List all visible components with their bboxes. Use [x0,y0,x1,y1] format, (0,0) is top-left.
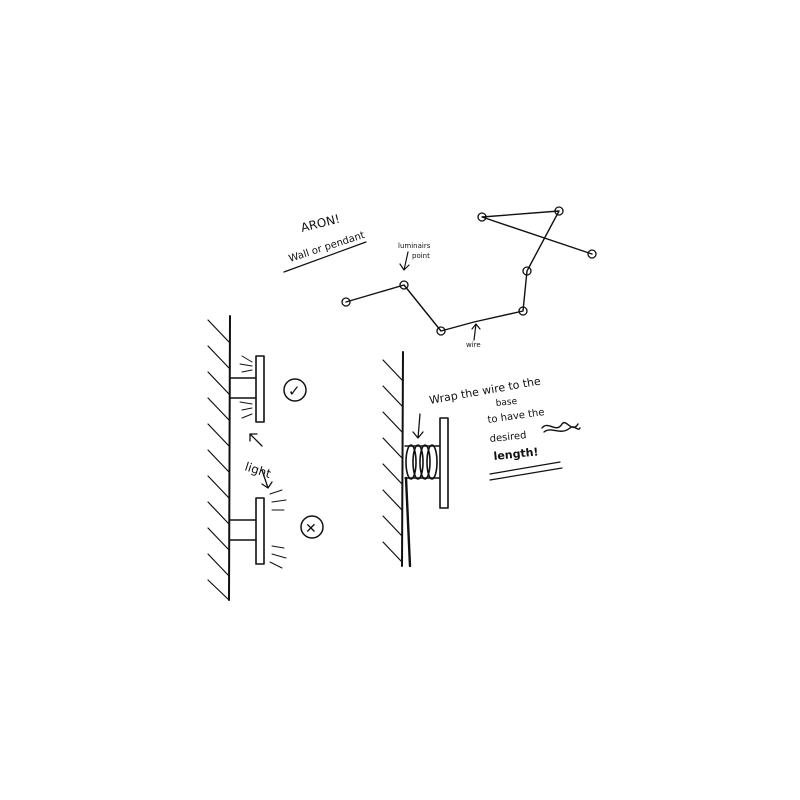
subtitle-underline [283,241,367,273]
luminaire-label-line-1: luminairs [398,242,431,250]
left-wall-hatching [207,319,230,601]
luminaire-point-annotation: luminairs point [398,242,433,271]
check-mark: ✓ [288,382,301,400]
wire-coil [419,444,431,480]
cross-circle [300,515,324,539]
upper-lamp-plate [255,355,265,423]
light-label: light [243,460,273,482]
wire-node [522,266,532,276]
wire-node [436,326,446,336]
wire-constellation [341,206,597,336]
title-group: ARON! Wall or pendant [283,212,367,273]
lower-bracket [229,519,257,541]
middle-wall-line [401,351,404,567]
instruction-line-3: to have the [487,407,545,426]
wire-node [341,297,351,307]
cross-mark: ✕ [305,521,317,537]
light-annotation: light [243,433,273,489]
wire-coil [405,444,417,480]
wire-coil [426,444,438,480]
instruction-annotation: Wrap the wire to the base to have the de… [428,375,581,481]
wall-fixtures-comparison: ✓ light ✕ [207,315,324,601]
wrap-arrow [412,413,424,439]
wire-node [399,280,409,290]
instruction-underline-2 [489,467,563,481]
wire-label: wire [466,341,481,349]
coil-to-plate [404,445,441,479]
title-text: ARON! [299,212,341,235]
fixture-correct: ✓ [229,355,307,423]
wire-node [554,206,564,216]
instruction-line-5: length! [493,445,539,463]
check-circle [283,378,307,402]
luminaire-label-line-2: point [412,252,430,260]
wire-arrow [471,323,481,341]
middle-wall-hatching [382,359,403,563]
wire-node [477,212,487,222]
wire-node [587,249,597,259]
hanging-wire [404,476,412,568]
lower-lamp-plate [255,497,265,565]
wire-line [345,210,593,332]
svg-text:luminairs point: luminairs point [398,242,433,260]
wire-annotation: wire [466,323,481,349]
light-arrow-up [249,433,263,447]
upper-light-rays [239,355,253,419]
upper-bracket [229,377,257,399]
wrap-wire-illustration [382,351,449,568]
instruction-line-2: base [495,397,518,409]
wire-coil [412,444,424,480]
instruction-line-4: desired [489,430,527,445]
left-wall-line [228,315,231,601]
scribble-mark [541,421,581,433]
instruction-line-1: Wrap the wire to the [428,375,542,407]
instruction-underline-1 [489,461,561,475]
light-arrow-down [261,469,273,489]
fixture-wrong: ✕ [229,489,324,569]
lower-light-rays [269,489,287,569]
luminaire-arrow [399,251,410,271]
wire-node [518,306,528,316]
subtitle-text: Wall or pendant [288,230,367,265]
wrap-lamp-plate [439,417,449,509]
